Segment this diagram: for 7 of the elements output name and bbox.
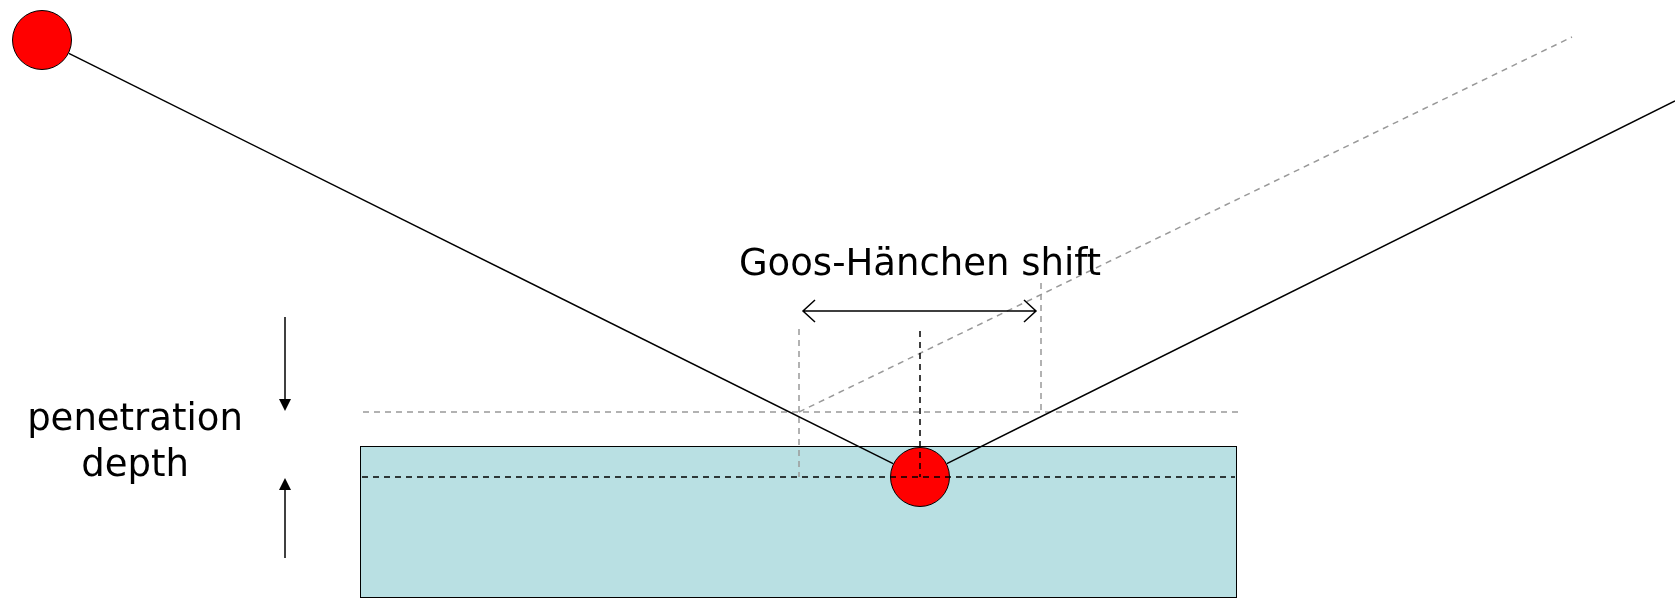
annotation-label: penetration depth xyxy=(26,395,244,488)
light-ray xyxy=(946,100,1675,465)
particle-circle xyxy=(12,10,72,70)
annotation-label: Goos-Hänchen shift xyxy=(737,240,1103,286)
particle-circle xyxy=(889,446,950,507)
light-ray xyxy=(68,52,894,465)
medium-block xyxy=(360,446,1237,598)
